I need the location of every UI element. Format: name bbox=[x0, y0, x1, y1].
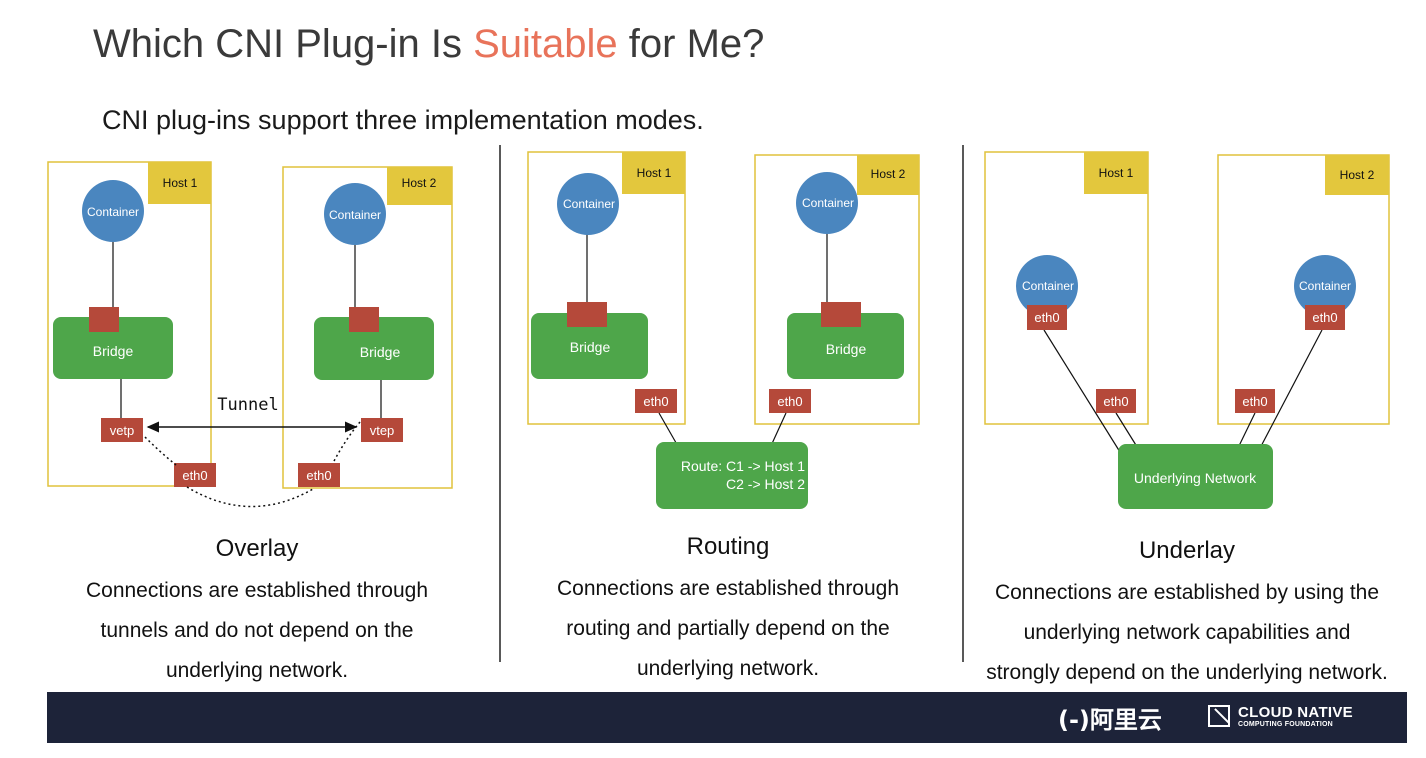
underlay-host1-box bbox=[984, 151, 1149, 425]
underlay-container2-eth0 bbox=[1305, 305, 1345, 330]
mode-desc-routing: Connections are established through rout… bbox=[556, 577, 900, 680]
svg-text:eth0: eth0 bbox=[1312, 310, 1337, 325]
underlay-eth0-1 bbox=[1096, 389, 1136, 413]
overlay-host2-tag bbox=[387, 167, 452, 205]
underlay-host2-tag bbox=[1325, 155, 1389, 195]
routing-eth0-1 bbox=[635, 389, 677, 413]
svg-text:vetp: vetp bbox=[110, 423, 135, 438]
svg-text:eth0: eth0 bbox=[306, 468, 331, 483]
overlay-diagram: Host 1 Container Bridge vetp eth0 Host 2… bbox=[47, 161, 453, 508]
svg-text:Container: Container bbox=[563, 197, 615, 211]
underlay-diagram: Host 1 Host 2 Container eth0 Container e… bbox=[984, 151, 1390, 509]
underlay-container1-eth0 bbox=[1027, 305, 1067, 330]
underlay-container1 bbox=[1016, 255, 1078, 317]
routing-route-table bbox=[656, 442, 808, 509]
routing-container1 bbox=[557, 173, 619, 235]
svg-text:Container: Container bbox=[329, 208, 381, 222]
routing-container2 bbox=[796, 172, 858, 234]
overlay-container1 bbox=[82, 180, 144, 242]
overlay-bridge1-port bbox=[89, 307, 119, 332]
routing-bridge1 bbox=[531, 313, 648, 379]
svg-text:Container: Container bbox=[87, 205, 139, 219]
svg-text:Host 1: Host 1 bbox=[1099, 166, 1134, 180]
underlay-container2 bbox=[1294, 255, 1356, 317]
svg-text:Host 2: Host 2 bbox=[871, 167, 906, 181]
overlay-host1-tag bbox=[148, 162, 211, 204]
underlay-host1-tag bbox=[1084, 152, 1148, 194]
routing-host1-tag bbox=[622, 152, 685, 194]
svg-text:Host 2: Host 2 bbox=[1340, 168, 1375, 182]
svg-text:Bridge: Bridge bbox=[826, 341, 867, 357]
cncf-logo-icon bbox=[1208, 705, 1230, 727]
routing-bridge2-port bbox=[821, 302, 861, 327]
svg-text:Bridge: Bridge bbox=[360, 344, 401, 360]
routing-bridge1-port bbox=[567, 302, 607, 327]
mode-desc-underlay: Connections are established by using the… bbox=[986, 581, 1388, 684]
svg-text:eth0: eth0 bbox=[1103, 394, 1128, 409]
overlay-host2-box bbox=[282, 166, 453, 489]
svg-text:Bridge: Bridge bbox=[570, 339, 611, 355]
routing-route-line2: C2 -> Host 2 bbox=[726, 476, 805, 492]
svg-text:Bridge: Bridge bbox=[93, 343, 134, 359]
overlay-eth0-1 bbox=[174, 463, 216, 487]
routing-host2-tag bbox=[857, 155, 919, 195]
routing-route-line1: Route: C1 -> Host 1 bbox=[681, 458, 805, 474]
page-title: Which CNI Plug-in Is Suitable for Me? bbox=[93, 22, 765, 66]
alibaba-cloud-logo: (-)阿里云 bbox=[1058, 706, 1162, 734]
svg-text:Host 1: Host 1 bbox=[637, 166, 672, 180]
overlay-vetp bbox=[101, 418, 143, 442]
svg-text:Underlying Network: Underlying Network bbox=[1134, 470, 1257, 486]
svg-text:eth0: eth0 bbox=[1034, 310, 1059, 325]
overlay-host1-box bbox=[47, 161, 212, 487]
overlay-bridge1 bbox=[53, 317, 173, 379]
overlay-container2 bbox=[324, 183, 386, 245]
svg-text:eth0: eth0 bbox=[643, 394, 668, 409]
mode-name-overlay: Overlay bbox=[215, 535, 299, 562]
mode-name-routing: Routing bbox=[686, 533, 770, 560]
svg-text:Container: Container bbox=[802, 196, 854, 210]
svg-text:Container: Container bbox=[1299, 279, 1351, 293]
routing-eth0-2 bbox=[769, 389, 811, 413]
overlay-eth0-2 bbox=[298, 463, 340, 487]
overlay-tunnel-label: Tunnel bbox=[217, 395, 278, 415]
routing-diagram: Host 1 Container Bridge eth0 Host 2 Cont… bbox=[527, 151, 920, 509]
svg-text:eth0: eth0 bbox=[777, 394, 802, 409]
overlay-host1-label: Host 1 bbox=[163, 176, 198, 190]
routing-bridge2 bbox=[787, 313, 904, 379]
overlay-host2-label: Host 2 bbox=[402, 176, 437, 190]
title-accent-word: Suitable bbox=[473, 22, 618, 66]
svg-text:Container: Container bbox=[1022, 279, 1074, 293]
underlay-network bbox=[1118, 444, 1273, 509]
routing-host2-box bbox=[754, 154, 920, 425]
svg-text:eth0: eth0 bbox=[182, 468, 207, 483]
page-subtitle: CNI plug-ins support three implementatio… bbox=[102, 105, 704, 135]
svg-text:eth0: eth0 bbox=[1242, 394, 1267, 409]
underlay-host2-box bbox=[1217, 154, 1390, 425]
svg-text:vtep: vtep bbox=[370, 423, 395, 438]
mode-desc-overlay: Connections are established through tunn… bbox=[85, 579, 429, 682]
overlay-bridge2 bbox=[314, 317, 434, 380]
underlay-eth0-2 bbox=[1235, 389, 1275, 413]
footer-bar bbox=[47, 692, 1407, 743]
routing-host1-box bbox=[527, 151, 686, 425]
overlay-bridge2-port bbox=[349, 307, 379, 332]
overlay-vtep bbox=[361, 418, 403, 442]
mode-name-underlay: Underlay bbox=[1138, 537, 1236, 564]
